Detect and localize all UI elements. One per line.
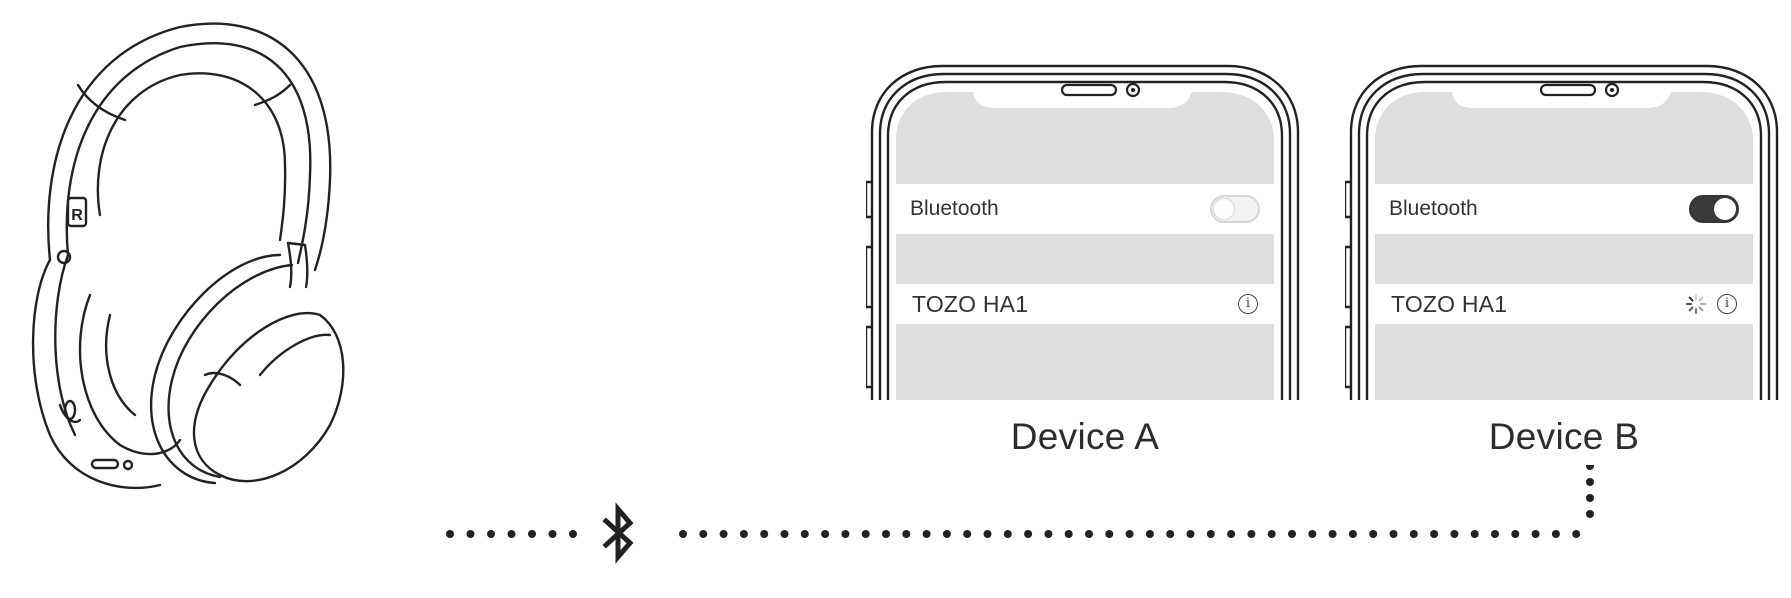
connector-dot xyxy=(1586,510,1594,518)
connector-dot xyxy=(1064,530,1073,538)
connector-dot xyxy=(882,530,890,538)
headphones-illustration: R xyxy=(31,22,345,490)
connector-dot xyxy=(1267,530,1276,538)
connector-dot xyxy=(902,530,911,538)
connector-dot xyxy=(760,530,769,538)
connector-dot xyxy=(1551,530,1560,538)
connector-dot xyxy=(719,530,728,538)
connector-dot xyxy=(1186,530,1195,538)
info-icon[interactable]: i xyxy=(1717,294,1737,314)
connector-dot xyxy=(1348,530,1357,538)
connector-dot xyxy=(963,530,972,538)
connector-dot xyxy=(861,530,870,538)
bluetooth-label: Bluetooth xyxy=(910,197,999,220)
connector-dot xyxy=(1586,465,1594,470)
connector-dot xyxy=(1450,530,1459,538)
connector-dot xyxy=(1247,530,1256,538)
connector-dot xyxy=(1206,530,1215,538)
connector-dot xyxy=(1586,494,1594,502)
connector-dot xyxy=(1369,530,1378,538)
bluetooth-label: Bluetooth xyxy=(1389,197,1478,220)
connector-dot xyxy=(569,530,577,538)
connector-dot xyxy=(1586,478,1594,486)
toggle-knob xyxy=(1714,198,1736,220)
device-list-item[interactable]: TOZO HA1 i xyxy=(896,284,1274,324)
side-marker-label: R xyxy=(71,207,83,224)
connector-dot xyxy=(466,530,475,538)
bluetooth-row[interactable]: Bluetooth xyxy=(1375,184,1753,234)
connection-link xyxy=(446,465,1594,564)
connector-dot xyxy=(1328,530,1337,538)
connector-dot xyxy=(841,530,850,538)
bluetooth-row[interactable]: Bluetooth xyxy=(896,184,1274,234)
connector-dot xyxy=(1389,530,1398,538)
device-entry-label: TOZO HA1 xyxy=(912,290,1029,317)
connector-dot xyxy=(1125,530,1134,538)
bluetooth-toggle[interactable] xyxy=(1210,195,1260,223)
connector-dot xyxy=(487,530,495,538)
connector-dot xyxy=(1288,530,1296,538)
connector-dot xyxy=(507,530,516,538)
device-list-item[interactable]: TOZO HA1 i xyxy=(1375,284,1753,324)
connector-dot xyxy=(1166,530,1175,538)
connector-dot xyxy=(1044,530,1053,538)
connector-dot xyxy=(800,530,809,538)
toggle-knob xyxy=(1213,198,1235,220)
connector-dot xyxy=(699,530,708,538)
device-entry-label: TOZO HA1 xyxy=(1391,290,1508,317)
connector-dot xyxy=(821,530,830,538)
connector-dot xyxy=(1308,530,1317,538)
connector-dot xyxy=(528,530,536,538)
device-a-label: Device A xyxy=(1010,416,1160,457)
connector-dot xyxy=(446,530,454,538)
loading-spinner-icon xyxy=(1686,294,1706,314)
connector-dot xyxy=(1227,530,1236,538)
connector-dot xyxy=(1105,530,1114,538)
device-b-phone: Bluetooth TOZO HA1 i xyxy=(1345,62,1783,402)
connector-dot xyxy=(780,530,789,538)
connector-dot xyxy=(1511,530,1520,538)
device-a-phone: Bluetooth TOZO HA1 i xyxy=(866,62,1304,402)
connector-dot xyxy=(1470,530,1479,538)
connector-dot xyxy=(1085,530,1093,538)
connector-dot xyxy=(548,530,557,538)
connector-dot xyxy=(1491,530,1499,538)
connector-dot xyxy=(922,530,931,538)
connector-dot xyxy=(983,530,992,538)
connector-dot xyxy=(1409,530,1418,538)
device-b-label: Device B xyxy=(1488,416,1640,457)
connector-dot xyxy=(1572,530,1581,538)
connector-dot xyxy=(679,530,687,538)
bluetooth-icon xyxy=(602,502,634,564)
connector-dot xyxy=(942,530,951,538)
connector-dot xyxy=(1024,530,1033,538)
info-icon[interactable]: i xyxy=(1238,294,1258,314)
connector-dot xyxy=(1145,530,1154,538)
connector-dot xyxy=(1531,530,1540,538)
bluetooth-toggle[interactable] xyxy=(1689,195,1739,223)
connector-dot xyxy=(1430,530,1439,538)
connector-dot xyxy=(1003,530,1012,538)
connector-dot xyxy=(739,530,748,538)
